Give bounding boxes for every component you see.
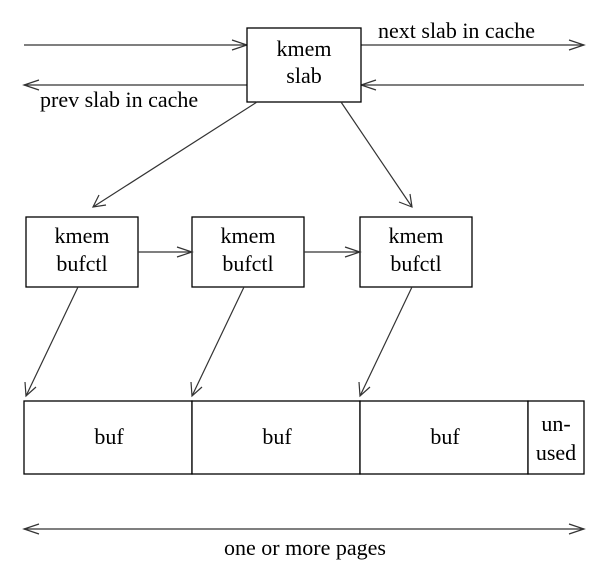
bufctl-box: kmem bufctl bbox=[359, 216, 473, 288]
incoming-next-arrow bbox=[24, 39, 249, 51]
buf-label: buf bbox=[430, 424, 460, 449]
bufctl-label-line2: bufctl bbox=[56, 251, 107, 276]
unused-cell bbox=[527, 400, 585, 475]
buf-label: buf bbox=[262, 424, 292, 449]
slab-label-line2: slab bbox=[286, 63, 321, 88]
bufctl-label-line1: kmem bbox=[221, 223, 276, 248]
bufctl-label-line2: bufctl bbox=[390, 251, 441, 276]
next-slab-arrow bbox=[361, 39, 586, 51]
pages-label: one or more pages bbox=[224, 535, 386, 560]
bufctl-to-buf-arrow bbox=[358, 286, 413, 398]
prev-slab-label: prev slab in cache bbox=[40, 87, 198, 112]
bufctl-chain-arrow bbox=[304, 246, 362, 258]
bufctl-label-line1: kmem bbox=[55, 223, 110, 248]
pages-span-arrow bbox=[22, 523, 586, 535]
bufctl-box: kmem bufctl bbox=[25, 216, 139, 288]
unused-label-line1: un- bbox=[541, 411, 570, 436]
buf-row: buf buf buf un- used bbox=[23, 400, 585, 475]
prev-slab-arrow bbox=[22, 79, 247, 91]
incoming-prev-arrow bbox=[359, 79, 584, 91]
bufctl-label-line1: kmem bbox=[389, 223, 444, 248]
buf-cell bbox=[191, 400, 361, 475]
slab-to-third-bufctl-arrow bbox=[340, 101, 413, 208]
slab-to-first-bufctl-arrow bbox=[91, 101, 258, 208]
slab-label-line1: kmem bbox=[277, 36, 332, 61]
bufctl-chain-arrow bbox=[138, 246, 194, 258]
buf-label: buf bbox=[94, 424, 124, 449]
unused-label-line2: used bbox=[536, 440, 576, 465]
bufctl-to-buf-arrow bbox=[24, 286, 79, 398]
bufctl-label-line2: bufctl bbox=[222, 251, 273, 276]
bufctl-box: kmem bufctl bbox=[191, 216, 305, 288]
buf-cell bbox=[359, 400, 529, 475]
kmem-slab-box: kmem slab bbox=[246, 27, 362, 103]
next-slab-label: next slab in cache bbox=[378, 18, 535, 43]
bufctl-to-buf-arrow bbox=[190, 286, 245, 398]
